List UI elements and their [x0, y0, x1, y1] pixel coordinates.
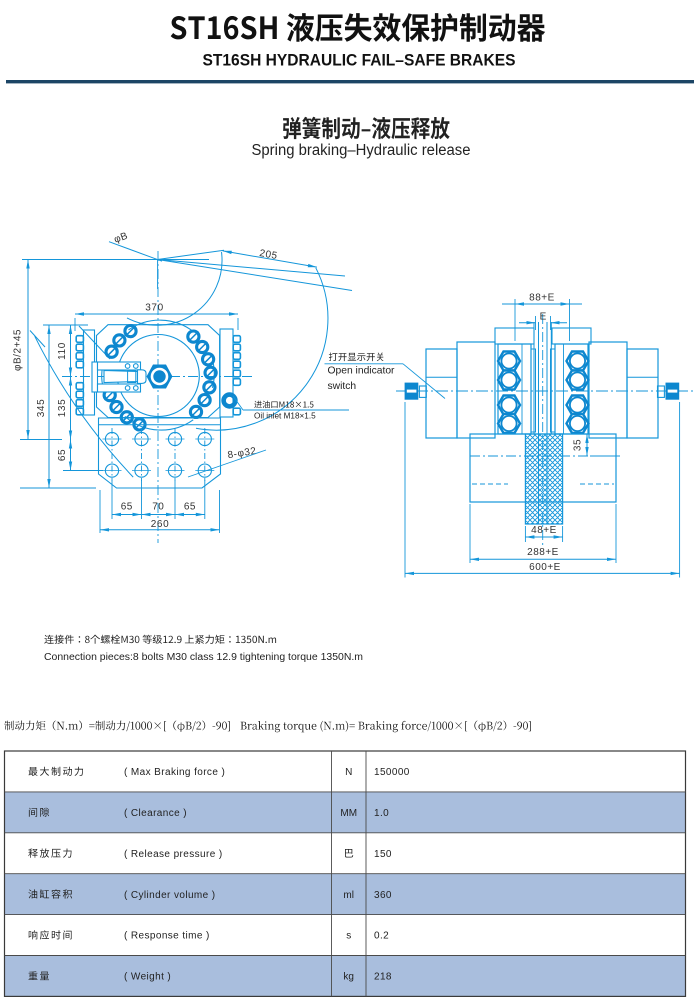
svg-text:ml: ml: [343, 890, 354, 901]
svg-text:88+E: 88+E: [529, 292, 555, 303]
svg-text:MM: MM: [340, 808, 357, 819]
svg-text:ST16SH HYDRAULIC FAIL–SAFE BRA: ST16SH HYDRAULIC FAIL–SAFE BRAKES: [203, 52, 516, 70]
svg-text:E: E: [540, 311, 547, 322]
svg-text:360: 360: [374, 890, 392, 901]
svg-text:218: 218: [374, 972, 392, 983]
svg-text:260: 260: [151, 519, 170, 530]
svg-text:φB/2+45: φB/2+45: [13, 329, 24, 371]
svg-text:0.2: 0.2: [374, 931, 389, 942]
svg-text:65: 65: [184, 502, 196, 513]
svg-text:φB: φB: [113, 231, 130, 246]
svg-text:( Cylinder volume ): ( Cylinder volume ): [124, 890, 216, 901]
svg-text:Oil inlet M18×1.5: Oil inlet M18×1.5: [254, 412, 316, 421]
svg-text:35: 35: [573, 439, 584, 451]
svg-text:65: 65: [57, 449, 68, 461]
svg-text:135: 135: [57, 399, 68, 418]
svg-text:70: 70: [152, 502, 164, 513]
svg-text:110: 110: [57, 342, 68, 360]
svg-text:288+E: 288+E: [527, 547, 559, 558]
svg-text:8-φ32: 8-φ32: [227, 446, 257, 461]
svg-text:345: 345: [36, 399, 47, 418]
svg-text:( Release pressure ): ( Release pressure ): [124, 849, 223, 860]
svg-text:s: s: [346, 931, 351, 942]
svg-text:( Response time ): ( Response time ): [124, 931, 210, 942]
svg-text:600+E: 600+E: [529, 562, 561, 573]
svg-text:150000: 150000: [374, 767, 410, 778]
svg-text:48+E: 48+E: [531, 525, 557, 536]
svg-text:N: N: [345, 767, 352, 778]
svg-text:switch: switch: [328, 381, 357, 392]
svg-text:150: 150: [374, 849, 392, 860]
svg-text:1.0: 1.0: [374, 808, 389, 819]
svg-text:65: 65: [121, 502, 133, 513]
svg-text:Connection pieces:8 bolts M30: Connection pieces:8 bolts M30 class 12.9…: [44, 652, 363, 663]
svg-text:Spring braking–Hydraulic relea: Spring braking–Hydraulic release: [252, 142, 471, 159]
svg-text:( Clearance ): ( Clearance ): [124, 808, 187, 819]
svg-text:370: 370: [145, 303, 164, 314]
svg-text:( Max Braking force ): ( Max Braking force ): [124, 767, 225, 778]
svg-text:Open indicator: Open indicator: [328, 365, 396, 376]
svg-text:kg: kg: [343, 972, 354, 983]
svg-text:( Weight ): ( Weight ): [124, 972, 171, 983]
svg-text:205: 205: [259, 248, 279, 262]
